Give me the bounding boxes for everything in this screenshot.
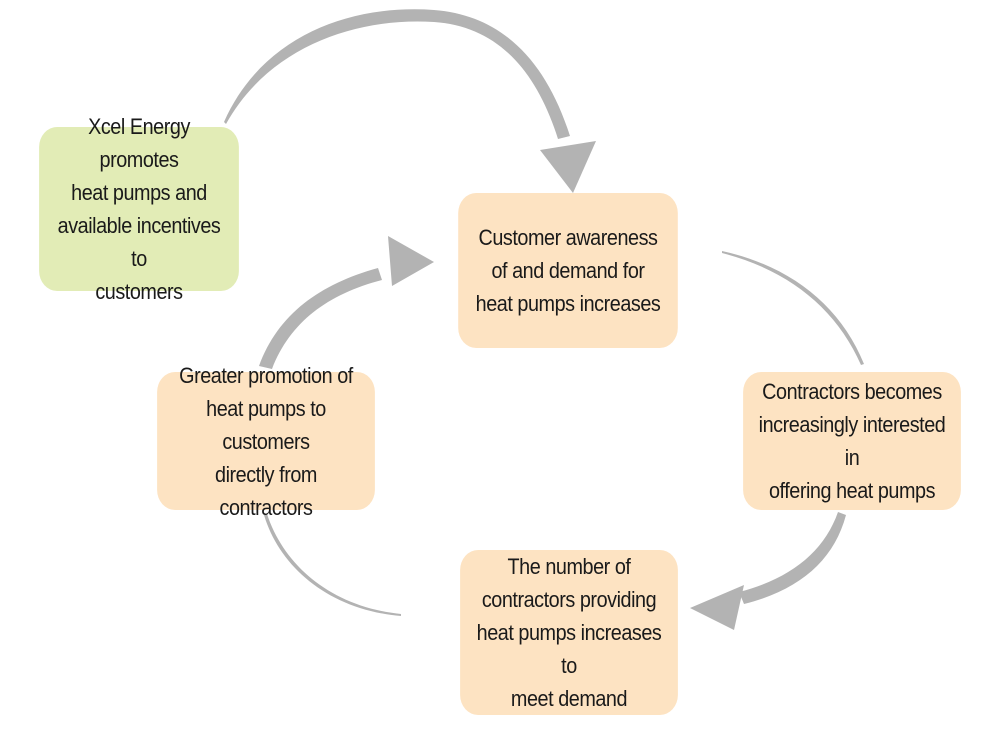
arrow-number-to-promotion <box>264 514 401 616</box>
arrow-contractors-to-number <box>690 512 846 630</box>
node-text-line: increasingly interested in <box>758 412 946 470</box>
node-text-line: heat pumps increases <box>475 291 661 316</box>
node-text-line: heat pumps increases to <box>476 620 662 678</box>
node-text-line: Greater promotion of <box>179 362 353 388</box>
node-text-line: Customer awareness <box>478 225 658 250</box>
node-text-line: Contractors becomes <box>762 379 942 404</box>
node-text-line: Xcel Energy promotes <box>88 114 190 172</box>
node-text-line: The number of <box>507 554 631 579</box>
arrow-awareness-to-contractors <box>722 251 864 365</box>
node-text-line: heat pumps and <box>71 180 207 205</box>
node-text-line: heat pumps to customers <box>206 395 326 454</box>
arrow-xcel-to-awareness <box>224 9 596 193</box>
node-xcel-promotes: Xcel Energy promotes heat pumps and avai… <box>39 114 239 304</box>
node-text-line: available incentives to <box>57 213 221 271</box>
node-number-of-contractors: The number of contractors providing heat… <box>460 550 678 715</box>
arrow-promotion-to-awareness <box>259 236 434 369</box>
node-text-line: offering heat pumps <box>768 478 936 503</box>
node-text-line: meet demand <box>510 686 628 711</box>
node-text-line: customers <box>95 279 183 304</box>
node-text-line: directly from contractors <box>215 461 317 520</box>
node-text-line: contractors providing <box>481 587 657 612</box>
node-customer-awareness: Customer awareness of and demand for hea… <box>458 193 678 348</box>
node-greater-promotion: Greater promotion of heat pumps to custo… <box>157 363 375 520</box>
node-contractors-interested: Contractors becomes increasingly interes… <box>743 372 961 510</box>
node-text-line: of and demand for <box>491 258 645 283</box>
